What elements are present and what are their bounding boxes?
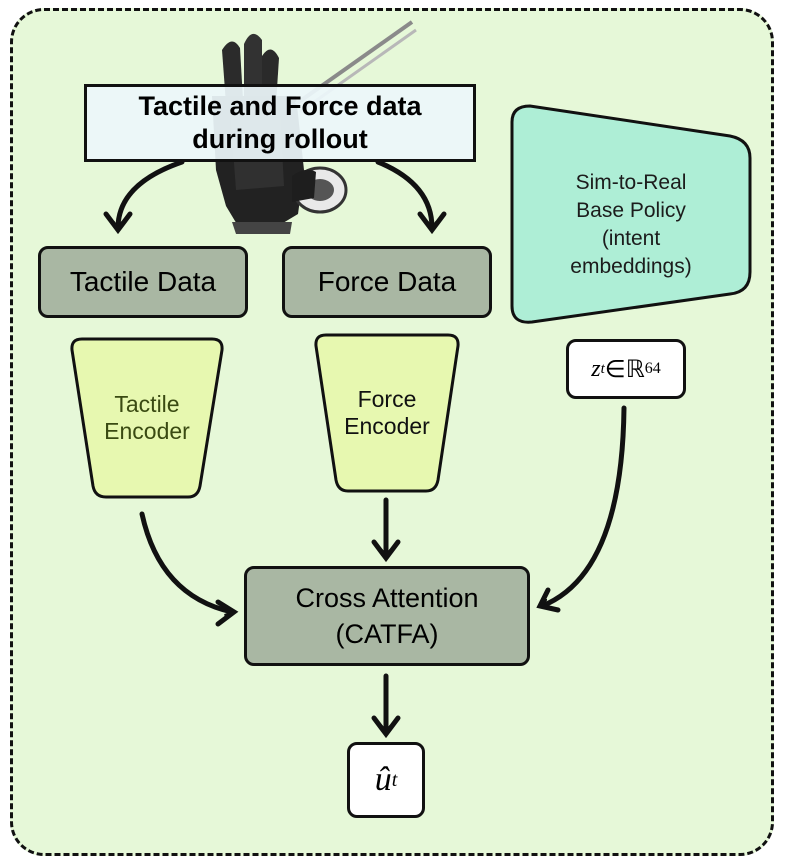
force-data-box: Force Data (282, 246, 492, 318)
latent-symbol: z (591, 355, 601, 382)
arrow-to-force-data (375, 159, 432, 228)
tactile-data-box: Tactile Data (38, 246, 248, 318)
arrow-to-tactile-data (118, 159, 185, 228)
rollout-data-title: Tactile and Force data during rollout (84, 84, 476, 162)
force-encoder: Force Encoder (312, 332, 462, 494)
tactile-encoder: Tactile Encoder (68, 336, 226, 500)
tactile-encoder-shape (70, 337, 224, 499)
cross-attention-box: Cross Attention (CATFA) (244, 566, 530, 666)
arrow-tactile-encoder-to-cross (139, 511, 232, 612)
latent-subscript: t (600, 360, 605, 377)
tactile-encoder-label: Tactile Encoder (104, 391, 190, 444)
output-symbol: û (374, 761, 392, 798)
latent-space: ℝ (625, 356, 645, 383)
latent-dimension: 64 (644, 360, 661, 377)
arrow-latent-to-cross (542, 405, 627, 606)
force-encoder-shape (314, 333, 460, 493)
latent-relation: ∈ (604, 356, 626, 383)
output-subscript: t (391, 768, 398, 791)
force-encoder-label: Force Encoder (344, 386, 430, 439)
base-policy-label: Sim-to-Real Base Policy (intent embeddin… (570, 171, 692, 278)
